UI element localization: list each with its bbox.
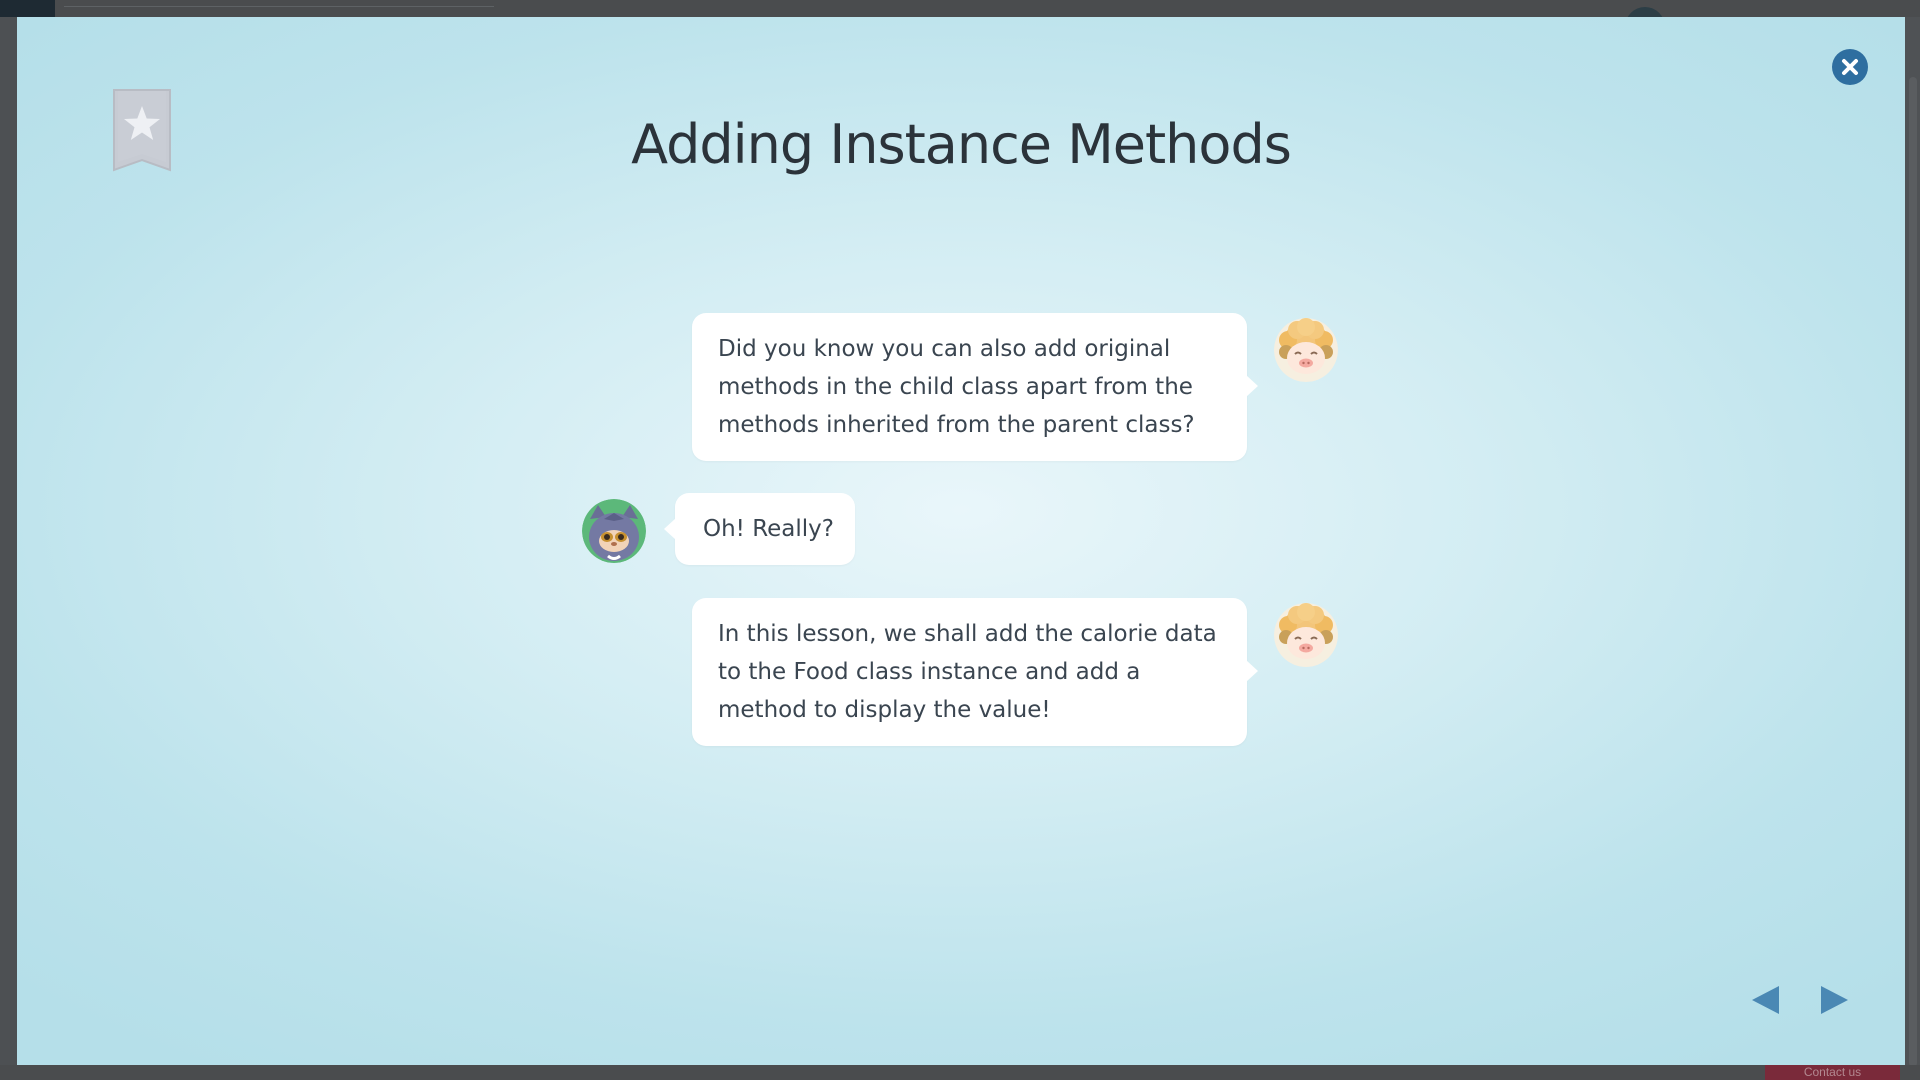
prev-arrow-icon <box>1752 986 1779 1014</box>
bookmark-star-icon <box>113 89 171 172</box>
sheep-avatar <box>1274 318 1338 382</box>
bookmark-button[interactable] <box>112 88 172 172</box>
backdrop-bottom-bar <box>0 1065 1920 1080</box>
close-icon <box>1842 59 1858 75</box>
close-button[interactable] <box>1832 49 1868 85</box>
chat-bubble-sheep: In this lesson, we shall add the calorie… <box>692 598 1258 746</box>
next-button[interactable] <box>1819 983 1851 1017</box>
lesson-modal: Adding Instance Methods Did you know you… <box>17 17 1905 1065</box>
prev-button[interactable] <box>1749 983 1781 1017</box>
backdrop-scrollbar[interactable] <box>1909 77 1917 1067</box>
contact-us-button[interactable]: Contact us <box>1765 1065 1900 1080</box>
backdrop-right-edge <box>1905 17 1920 1080</box>
next-arrow-icon <box>1821 986 1848 1014</box>
backdrop-top-bar <box>0 0 1920 17</box>
backdrop-search-bar <box>64 6 494 17</box>
sheep-icon <box>1274 603 1338 667</box>
cat-icon <box>582 499 646 563</box>
cat-avatar <box>582 499 646 563</box>
backdrop-left-edge <box>0 17 17 1080</box>
lesson-title: Adding Instance Methods <box>631 113 1292 176</box>
chat-bubble-cat: Oh! Really? <box>664 493 855 565</box>
sheep-icon <box>1274 318 1338 382</box>
sheep-avatar <box>1274 603 1338 667</box>
chat-bubble-sheep: Did you know you can also add original m… <box>692 313 1258 461</box>
